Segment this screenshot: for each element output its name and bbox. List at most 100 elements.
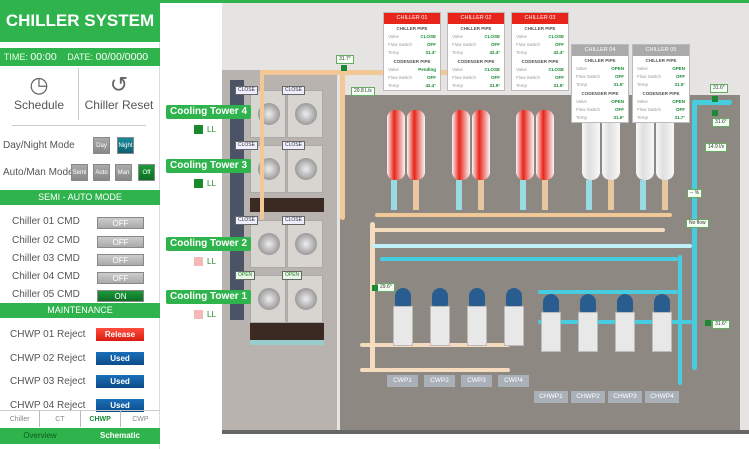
pump-label: CHWP4: [645, 391, 679, 403]
pump-motor: [395, 288, 411, 306]
cooling-tower-cell: [287, 220, 323, 268]
chilled-water-nozzle: [456, 180, 462, 210]
level-label: LL: [207, 310, 216, 319]
nav-overview[interactable]: Overview: [23, 431, 57, 440]
chilled-water-pump[interactable]: [540, 294, 562, 354]
chiller-unit[interactable]: [580, 110, 624, 210]
maintenance-header: MAINTENANCE: [0, 303, 160, 318]
pump-motor: [432, 288, 448, 306]
chilled-water-pump[interactable]: [651, 294, 673, 354]
chiller-cmd-label: Chiller 02 CMD: [12, 235, 80, 246]
status-value: OFF: [555, 42, 564, 47]
chwp-reject-label: CHWP 02 Reject: [10, 353, 86, 364]
tower-valve-status[interactable]: CLOSE: [235, 216, 258, 225]
status-key: Valve: [452, 67, 463, 72]
tower-valve-status[interactable]: OPEN: [282, 271, 303, 280]
pump-body: [430, 306, 450, 346]
chwp-reject-button[interactable]: Used: [96, 375, 144, 388]
readout-chw-return-temp: 31.6°: [712, 320, 730, 329]
schedule-button[interactable]: ◷ Schedule: [0, 72, 78, 122]
tower-valve-status[interactable]: CLOSE: [235, 86, 258, 95]
cooling-tower-label[interactable]: Cooling Tower 2: [166, 237, 252, 251]
man-button[interactable]: Man: [115, 164, 132, 181]
off-button[interactable]: Off: [138, 164, 155, 181]
chiller-cmd-toggle[interactable]: OFF: [97, 272, 144, 284]
pump-motor: [543, 294, 559, 312]
nav-schematic[interactable]: Schematic: [99, 431, 141, 440]
cooling-tower-label[interactable]: Cooling Tower 3: [166, 159, 252, 173]
auto-button[interactable]: Auto: [93, 164, 110, 181]
night-button[interactable]: Night: [117, 137, 134, 154]
condenser-water-pump[interactable]: [429, 288, 451, 348]
pump-label: CWP2: [424, 375, 455, 387]
chiller-cmd-toggle[interactable]: OFF: [97, 236, 144, 248]
semi-auto-header: SEMI - AUTO MODE: [0, 190, 160, 205]
chwp-reject-button[interactable]: Used: [96, 352, 144, 365]
semi-button[interactable]: Semi: [71, 164, 88, 181]
tab-chiller[interactable]: Chiller: [0, 411, 41, 427]
tower-valve-status[interactable]: CLOSE: [282, 86, 305, 95]
cooling-tower-label[interactable]: Cooling Tower 1: [166, 290, 252, 304]
sensor-indicator: [712, 110, 718, 116]
status-key: Temp: [576, 115, 588, 120]
chiller-reset-button[interactable]: ↺ Chiller Reset: [80, 72, 158, 122]
chiller-card-title: CHILLER 03: [512, 13, 568, 24]
cooling-tower-cell: [250, 275, 286, 323]
condenser-water-pump[interactable]: [392, 288, 414, 348]
day-button[interactable]: Day: [93, 137, 110, 154]
condenser-water-pump[interactable]: [466, 288, 488, 348]
condenser-water-pump[interactable]: [503, 288, 525, 348]
chiller-unit[interactable]: [514, 110, 558, 210]
chiller-unit[interactable]: [385, 110, 429, 210]
status-value: 31.6°: [613, 115, 624, 120]
tab-ct[interactable]: CT: [40, 411, 81, 427]
fan-icon: [295, 158, 317, 180]
chwp-reject-label: CHWP 01 Reject: [10, 329, 86, 340]
chiller-card-title: CHILLER 05: [633, 45, 689, 56]
chiller-cmd-toggle[interactable]: ON: [97, 290, 144, 302]
tower-valve-status[interactable]: CLOSE: [282, 141, 305, 150]
chiller-cmd-label: Chiller 05 CMD: [12, 289, 80, 300]
status-value: 31.9°: [489, 83, 500, 88]
chilled-water-pump[interactable]: [614, 294, 636, 354]
chiller-shell: [407, 110, 425, 180]
status-key: Flow Switch: [388, 42, 413, 47]
condenser-nozzle: [608, 180, 614, 210]
chiller-pipe-title: CHILLER PIPE: [584, 58, 616, 63]
status-value: CLOSE: [420, 34, 436, 39]
tower-valve-status[interactable]: OPEN: [235, 271, 256, 280]
chiller-cmd-toggle[interactable]: OFF: [97, 254, 144, 266]
readout-ct-flow: 20.8 L/s: [351, 87, 375, 96]
status-value: Pending: [418, 67, 436, 72]
tower-valve-status[interactable]: CLOSE: [282, 216, 305, 225]
status-value: OFF: [615, 107, 624, 112]
tab-chwp[interactable]: CHWP: [81, 411, 121, 427]
status-value: OFF: [427, 42, 436, 47]
chwp-reject-button[interactable]: Release: [96, 328, 144, 341]
tab-cwp[interactable]: CWP: [132, 416, 149, 423]
chiller-unit[interactable]: [450, 110, 494, 210]
pipe: [372, 244, 692, 248]
cooling-tower-label[interactable]: Cooling Tower 4: [166, 105, 252, 119]
chiller-unit[interactable]: [634, 110, 678, 210]
chiller-cmd-label: Chiller 03 CMD: [12, 253, 80, 264]
chilled-water-pump[interactable]: [577, 294, 599, 354]
chwp-reject-button[interactable]: Used: [96, 399, 144, 412]
cooling-tower-cell: [250, 145, 286, 193]
tower-valve-status[interactable]: CLOSE: [235, 141, 258, 150]
status-value: 31.4°: [425, 50, 436, 55]
chiller-cmd-toggle[interactable]: OFF: [97, 217, 144, 229]
condenser-nozzle: [542, 180, 548, 210]
